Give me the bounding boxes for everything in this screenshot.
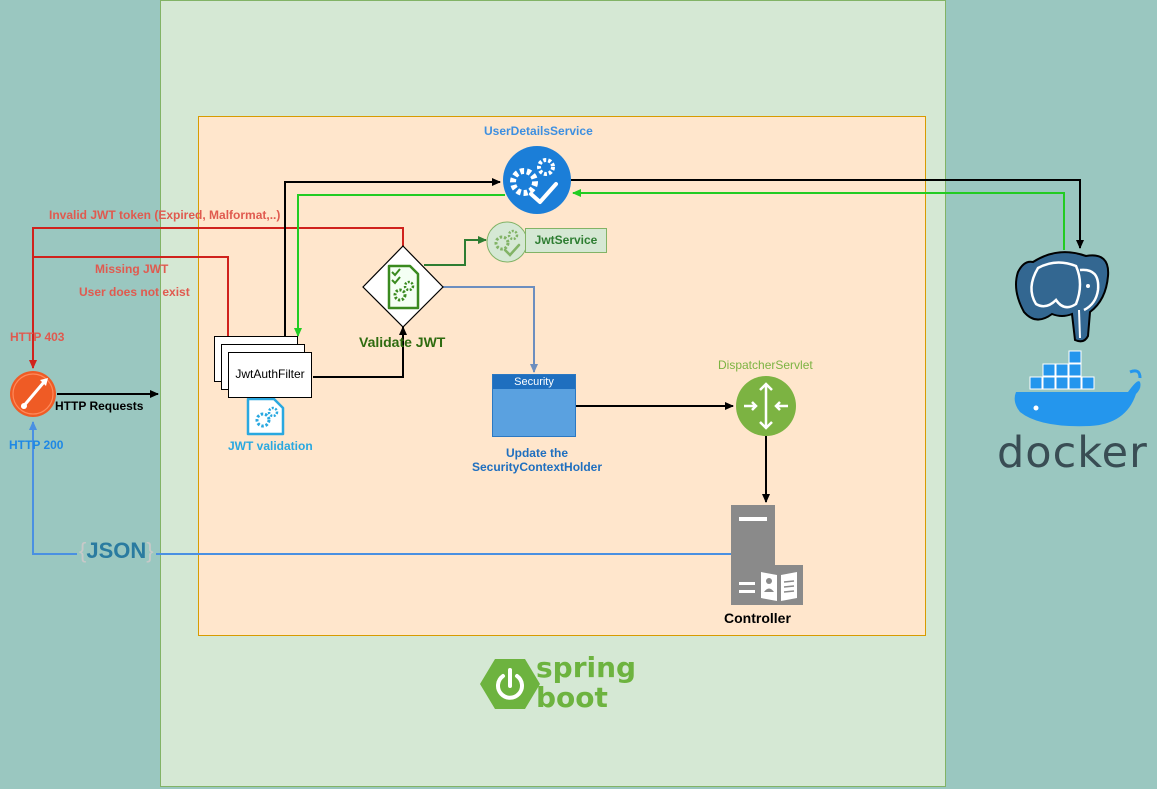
jwt-service-box: JwtService xyxy=(525,228,607,253)
http-200-label: HTTP 200 xyxy=(9,438,64,452)
json-payload-tag: {JSON} xyxy=(77,538,156,564)
jwt-validation-gear-icon xyxy=(246,397,285,436)
update-context-line1: Update the xyxy=(505,446,568,460)
validate-to-security-arrow xyxy=(443,286,538,373)
controller-label: Controller xyxy=(724,610,791,626)
dispatcher-servlet-label: DispatcherServlet xyxy=(718,358,813,372)
jwt-auth-filter-label: JwtAuthFilter xyxy=(235,367,305,381)
filter-to-userdetails-arrow xyxy=(284,178,501,336)
user-details-service-label: UserDetailsService xyxy=(484,124,593,138)
invalid-token-label: Invalid JWT token (Expired, Malformat,..… xyxy=(49,208,281,222)
validate-to-jwtservice-arrow xyxy=(424,236,487,266)
filter-to-validate-arrow xyxy=(313,326,407,378)
postgresql-elephant-icon xyxy=(1015,251,1110,343)
postman-icon xyxy=(10,371,56,417)
json-close-brace: } xyxy=(146,538,154,563)
spring-wordmark: spring xyxy=(536,651,637,684)
jwt-auth-filter-card[interactable]: JwtAuthFilter xyxy=(228,352,312,398)
json-text: JSON xyxy=(86,538,147,563)
security-header: Security xyxy=(493,375,575,389)
missing-jwt-label: Missing JWT xyxy=(95,262,169,276)
boot-wordmark: boot xyxy=(536,681,608,714)
update-context-line2: SecurityContextHolder xyxy=(472,460,603,474)
userdetails-to-database-arrow xyxy=(571,179,1084,249)
userdetails-to-filter-arrow xyxy=(294,194,505,337)
validate-jwt-label: Validate JWT xyxy=(359,334,446,350)
database-to-userdetails-arrow xyxy=(572,189,1065,250)
json-open-brace: { xyxy=(79,538,87,563)
security-card[interactable]: Security xyxy=(492,374,576,437)
http-requests-label: HTTP Requests xyxy=(55,399,144,413)
error-connector-invalid-token xyxy=(29,227,404,369)
jwt-service-label: JwtService xyxy=(534,233,598,247)
dispatcher-servlet-router-icon xyxy=(736,376,796,436)
error-connector-missing-jwt xyxy=(33,256,229,336)
docker-whale-icon xyxy=(1014,350,1142,427)
validate-jwt-diamond-icon xyxy=(362,245,444,328)
docker-wordmark: docker xyxy=(997,428,1148,478)
user-details-gear-icon xyxy=(503,146,571,214)
http-403-label: HTTP 403 xyxy=(10,330,65,344)
user-not-exist-label: User does not exist xyxy=(79,285,190,299)
controller-server-icon xyxy=(731,505,803,605)
jwt-validation-label: JWT validation xyxy=(228,439,313,453)
spring-boot-power-icon xyxy=(480,659,540,709)
update-context-label: Update the SecurityContextHolder xyxy=(472,446,602,474)
json-response-arrow xyxy=(29,421,732,555)
jwt-service-gear-icon xyxy=(486,221,528,263)
